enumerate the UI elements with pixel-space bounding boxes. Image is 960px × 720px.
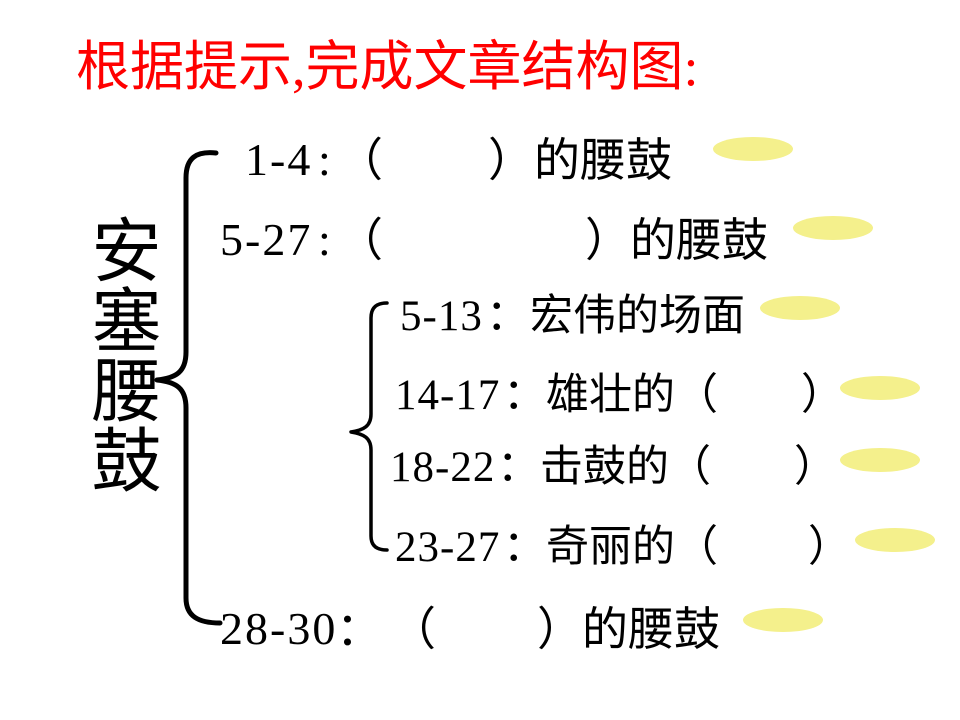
subsection-colon: ： bbox=[503, 522, 546, 572]
main-brace bbox=[154, 150, 223, 626]
blank-close-paren: ） bbox=[488, 133, 534, 187]
blank-close-paren: ） bbox=[794, 442, 837, 492]
answer-ellipse bbox=[840, 376, 920, 400]
section-suffix: 的腰鼓 bbox=[582, 602, 720, 656]
subsection-colon: ： bbox=[486, 291, 529, 341]
blank-open-paren: （ bbox=[390, 602, 436, 656]
subsection-label: 宏伟的场面 bbox=[530, 291, 745, 341]
subsection-label: 雄壮的 bbox=[546, 370, 675, 420]
sub-brace bbox=[349, 301, 389, 552]
subsection-range: 18-22 bbox=[390, 444, 496, 491]
answer-ellipse bbox=[743, 608, 823, 632]
answer-ellipse bbox=[760, 296, 840, 320]
section-suffix: 的腰鼓 bbox=[630, 213, 768, 267]
subsection-label: 击鼓的 bbox=[540, 442, 669, 492]
outline-root-title: 安塞腰鼓 bbox=[80, 214, 162, 494]
answer-ellipse bbox=[840, 448, 920, 472]
blank-open-paren: （ bbox=[675, 370, 718, 420]
section-colon: ： bbox=[336, 602, 382, 656]
blank-close-paren: ） bbox=[585, 213, 631, 267]
section-colon: : bbox=[318, 214, 331, 265]
subsection-range: 23-27 bbox=[395, 524, 501, 571]
subsection-range: 5-13 bbox=[400, 293, 483, 340]
subsection-colon: ： bbox=[503, 370, 546, 420]
blank-open-paren: （ bbox=[337, 213, 383, 267]
subsection-colon: ： bbox=[497, 442, 540, 492]
subsection-row: 18-22 ： 击鼓的 （ ） bbox=[0, 446, 960, 494]
section-range: 5-27 bbox=[220, 214, 313, 265]
blank-close-paren: ） bbox=[801, 370, 844, 420]
section-row: 5-27 : （ ） 的腰鼓 bbox=[0, 217, 960, 265]
section-row: 1-4 : （ ） 的腰鼓 bbox=[0, 137, 960, 185]
subsection-label: 奇丽的 bbox=[546, 522, 675, 572]
section-suffix: 的腰鼓 bbox=[534, 133, 672, 187]
answer-ellipse bbox=[713, 137, 793, 161]
slide-title: 根据提示,完成文章结构图: bbox=[76, 37, 699, 97]
blank-close-paren: ） bbox=[537, 602, 583, 656]
blank-open-paren: （ bbox=[675, 522, 718, 572]
subsection-row: 23-27 ： 奇丽的 （ ） bbox=[0, 526, 960, 574]
subsection-row: 5-13 ： 宏伟的场面 bbox=[0, 295, 960, 343]
section-range: 28-30 bbox=[220, 603, 338, 654]
blank-open-paren: （ bbox=[668, 442, 711, 492]
section-colon: : bbox=[318, 134, 331, 185]
section-range: 1-4 bbox=[245, 134, 313, 185]
subsection-range: 14-17 bbox=[395, 372, 501, 419]
section-row: 28-30 ： （ ） 的腰鼓 bbox=[0, 606, 960, 654]
answer-ellipse bbox=[855, 528, 935, 552]
subsection-row: 14-17 ： 雄壮的 （ ） bbox=[0, 374, 960, 422]
blank-close-paren: ） bbox=[808, 522, 851, 572]
blank-open-paren: （ bbox=[337, 133, 383, 187]
answer-ellipse bbox=[793, 216, 873, 240]
